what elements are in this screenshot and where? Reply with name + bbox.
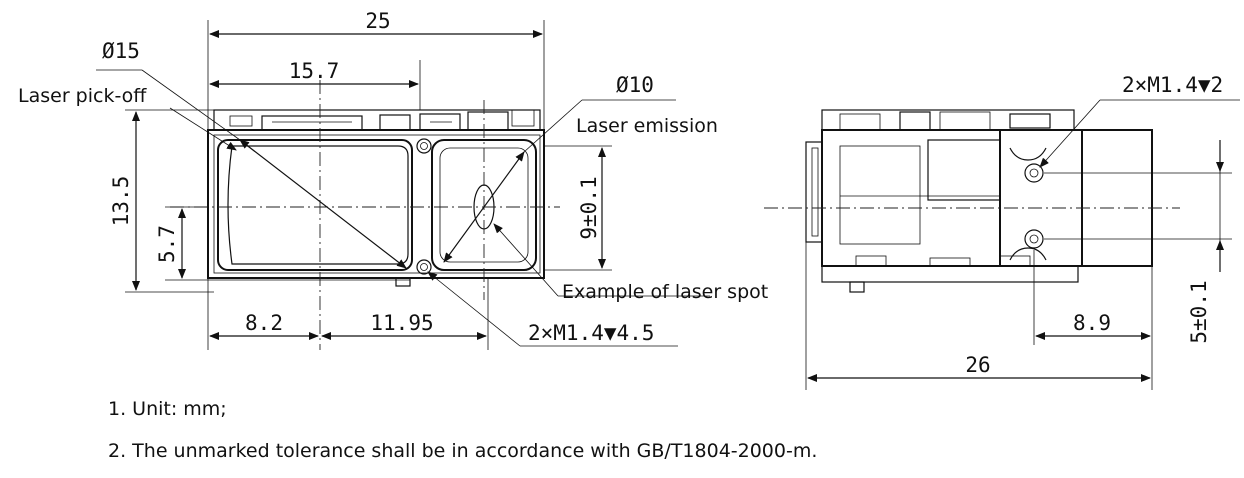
side-screw-hole-top (1024, 163, 1044, 183)
dim-width-window: 15.7 (289, 59, 340, 83)
dim-height-center: 5.7 (155, 225, 179, 263)
dim-side-hole-spacing: 5±0.1 (1187, 280, 1211, 343)
label-laser-spot: Example of laser spot (562, 281, 768, 303)
dim-emission-height: 9±0.1 (577, 176, 601, 239)
screw-hole-bottom (416, 259, 432, 275)
side-view (764, 99, 1240, 390)
label-laser-emission: Laser emission (576, 115, 718, 137)
dim-bottom-left: 8.2 (245, 311, 283, 335)
dim-side-length: 26 (965, 353, 990, 377)
label-laser-pickoff: Laser pick-off (18, 85, 147, 107)
side-screw-hole-bottom (1024, 229, 1044, 249)
note-unit: 1. Unit: mm; (108, 398, 227, 420)
dim-height-total: 13.5 (109, 176, 133, 227)
dim-side-screw: 2×M1.4▼2 (1122, 73, 1223, 97)
screw-hole-top (416, 138, 432, 154)
front-pcb-top (213, 109, 541, 131)
side-tube (999, 129, 1153, 267)
dim-width-total: 25 (365, 9, 390, 33)
front-view (96, 20, 710, 350)
dim-dia-pickoff: Ø15 (102, 39, 140, 63)
dim-side-depth: 8.9 (1073, 311, 1111, 335)
dim-dia-emission: Ø10 (616, 73, 654, 97)
note-tolerance: 2. The unmarked tolerance shall be in ac… (108, 440, 818, 462)
side-body-outline (821, 129, 1083, 267)
dim-front-screw: 2×M1.4▼4.5 (528, 321, 654, 345)
dim-bottom-mid: 11.95 (370, 311, 433, 335)
